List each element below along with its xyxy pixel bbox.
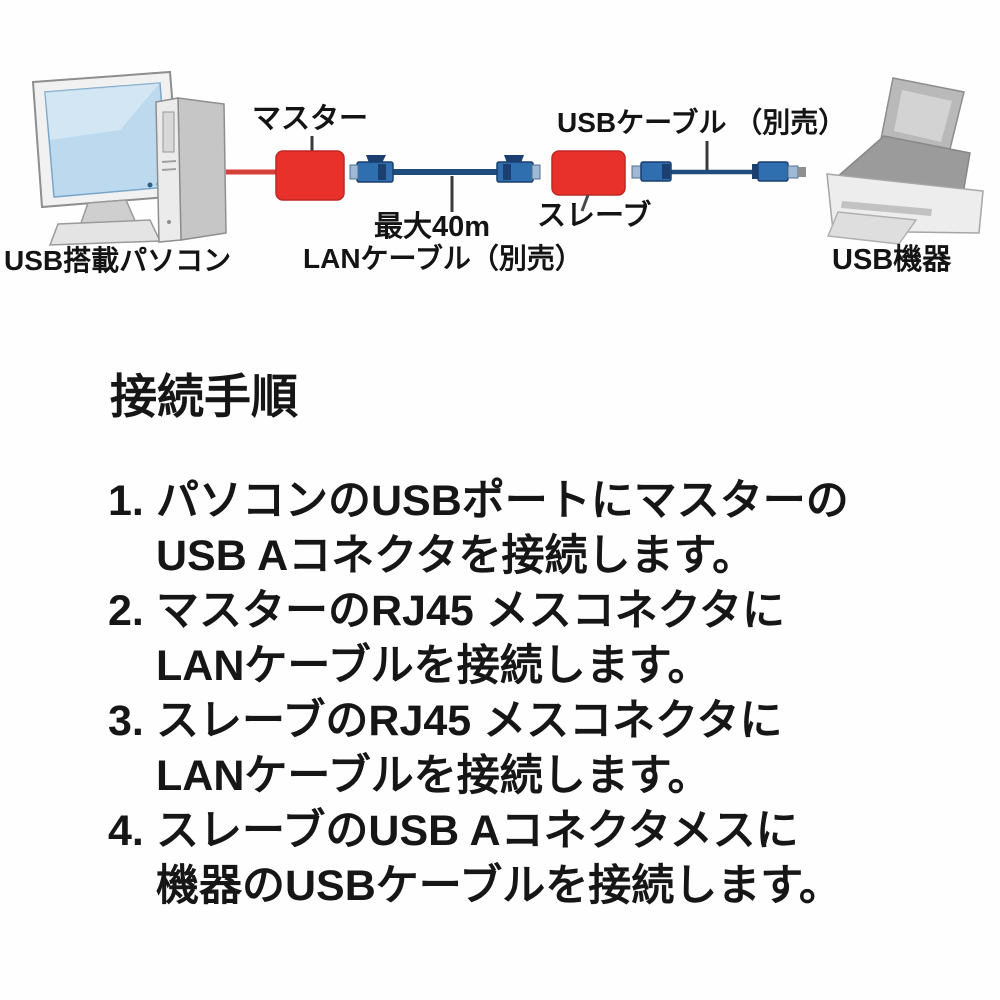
step-text: スレーブのUSB Aコネクタメスに 機器のUSBケーブルを接続します。 [156,804,842,914]
instruction-steps: 1. パソコンのUSBポートにマスターの USB Aコネクタを接続します。 2.… [108,474,938,914]
step-text: マスターのRJ45 メスコネクタに LANケーブルを接続します。 [156,584,785,694]
step-line2: LANケーブルを接続します。 [156,752,711,800]
connection-diagram [31,70,984,246]
step-number: 2. [108,587,144,635]
instruction-step: 3. スレーブのRJ45 メスコネクタに LANケーブルを接続します。 [108,694,938,804]
step-line1: スレーブのUSB Aコネクタメスに [156,807,799,855]
instruction-step: 1. パソコンのUSBポートにマスターの USB Aコネクタを接続します。 [108,474,938,584]
lan-cable-label: LANケーブル（別売） [303,243,583,274]
max-length-label: 最大40m [374,211,491,243]
slave-unit-icon [551,150,626,212]
slave-pointer-line [580,194,590,212]
usb-cable-label: USBケーブル （別売） [557,107,847,138]
section-heading: 接続手順 [110,370,298,423]
step-line1: パソコンのUSBポートにマスターの [156,477,849,525]
desktop-pc-icon [31,70,227,246]
step-line2: LANケーブルを接続します。 [156,642,711,690]
step-line1: マスターのRJ45 メスコネクタに [156,587,786,635]
lan-cable-icon [349,155,541,212]
master-label: マスター [252,103,369,135]
instruction-step: 2. マスターのRJ45 メスコネクタに LANケーブルを接続します。 [108,584,938,694]
step-line2: USB Aコネクタを接続します。 [156,532,756,580]
step-number: 3. [108,697,144,745]
step-number: 4. [108,807,144,855]
printer-icon [826,77,984,245]
step-text: スレーブのRJ45 メスコネクタに LANケーブルを接続します。 [156,694,782,804]
usb-device-label: USB機器 [832,244,952,276]
step-number: 1. [108,477,144,525]
step-text: パソコンのUSBポートにマスターの USB Aコネクタを接続します。 [156,474,849,584]
step-line1: スレーブのRJ45 メスコネクタに [156,697,783,745]
instruction-step: 4. スレーブのUSB Aコネクタメスに 機器のUSBケーブルを接続します。 [108,804,938,914]
usb-cable-icon [631,141,806,182]
pc-label: USB搭載パソコン [4,245,232,276]
slave-label: スレーブ [537,200,652,232]
master-unit-icon [275,136,345,201]
step-line2: 機器のUSBケーブルを接続します。 [156,862,842,910]
